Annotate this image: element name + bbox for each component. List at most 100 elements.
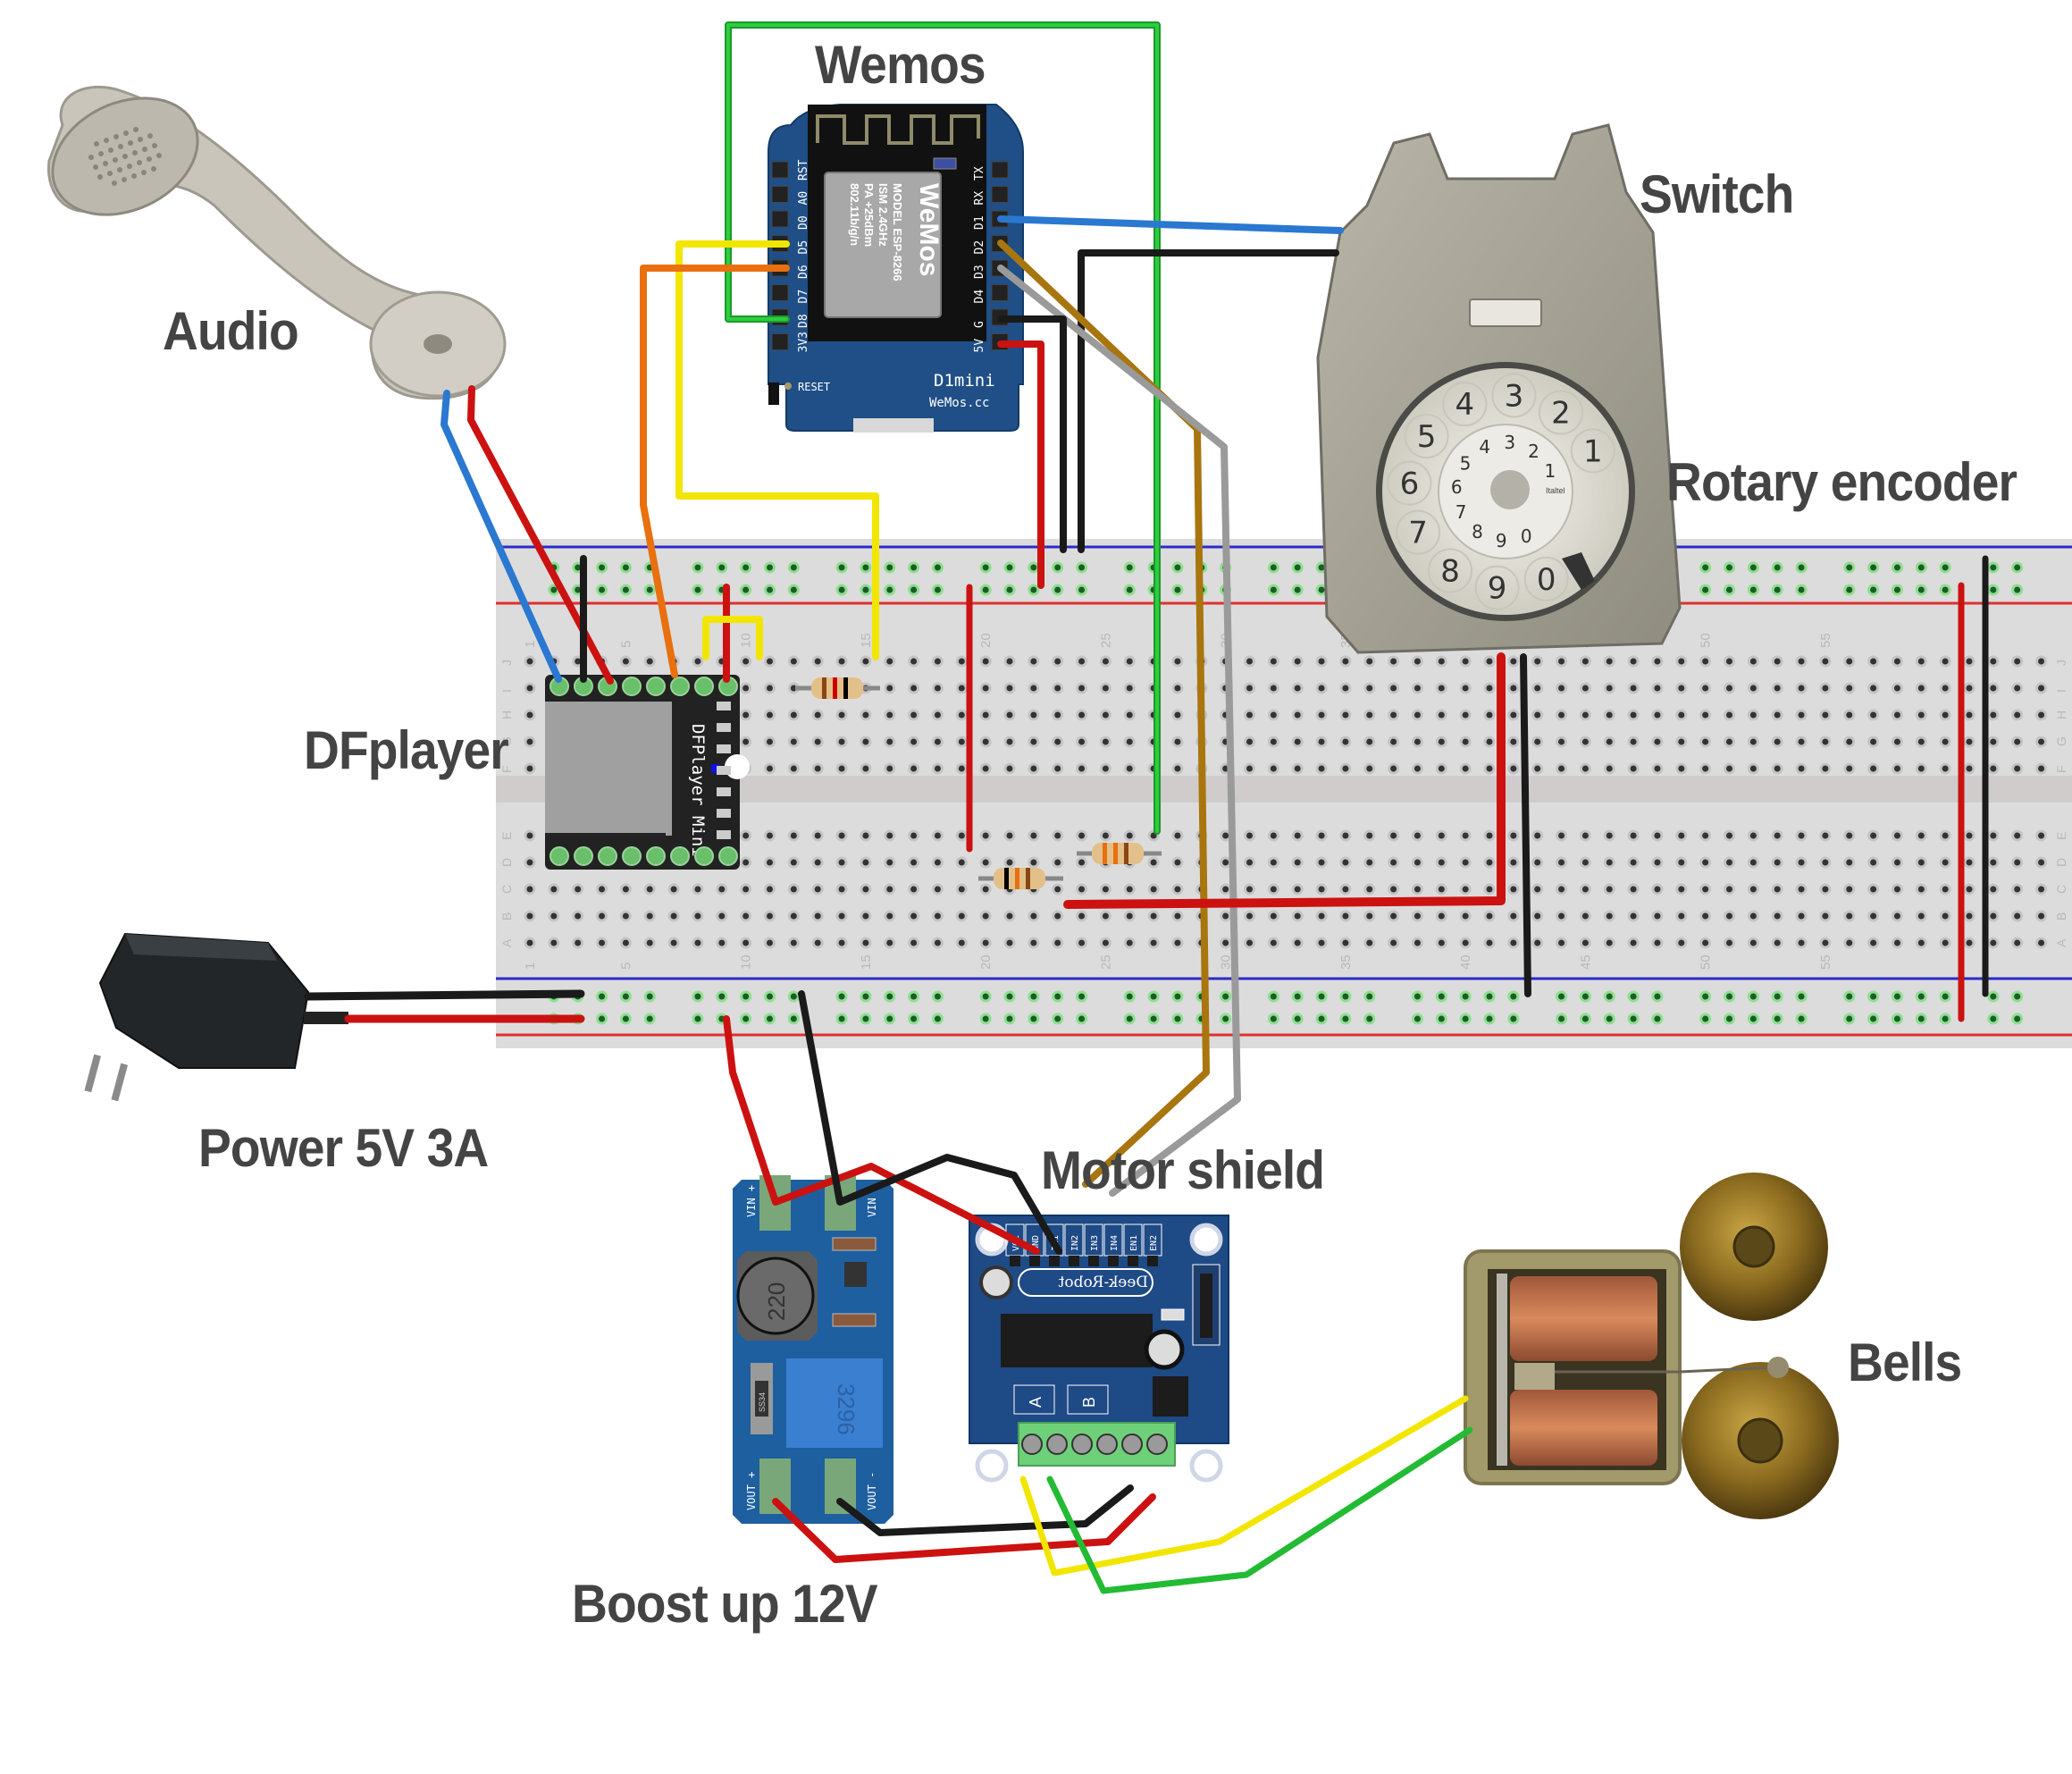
breadboard-hole[interactable] (955, 709, 968, 721)
rail-hole[interactable] (1028, 584, 1040, 596)
breadboard-hole[interactable] (1531, 910, 1544, 922)
wemos-right-pin[interactable] (991, 186, 1009, 203)
breadboard-hole[interactable] (979, 682, 992, 694)
breadboard-hole[interactable] (1987, 762, 2000, 775)
breadboard-hole[interactable] (643, 937, 656, 949)
breadboard-hole[interactable] (1531, 709, 1544, 721)
breadboard-hole[interactable] (1123, 829, 1136, 842)
breadboard-hole[interactable] (1220, 937, 1232, 949)
breadboard-hole[interactable] (1099, 736, 1111, 748)
breadboard-hole[interactable] (1411, 736, 1423, 748)
breadboard-hole[interactable] (1531, 883, 1544, 895)
breadboard-hole[interactable] (908, 709, 920, 721)
dfplayer-top-pin[interactable] (694, 677, 714, 696)
breadboard-hole[interactable] (1435, 709, 1447, 721)
rail-hole[interactable] (908, 1013, 920, 1025)
breadboard-hole[interactable] (787, 883, 800, 895)
breadboard-hole[interactable] (1795, 762, 1808, 775)
breadboard-hole[interactable] (1699, 736, 1712, 748)
breadboard-hole[interactable] (884, 682, 896, 694)
rail-hole[interactable] (908, 561, 920, 574)
breadboard-hole[interactable] (1507, 829, 1520, 842)
breadboard-hole[interactable] (1699, 682, 1712, 694)
breadboard-hole[interactable] (1556, 937, 1568, 949)
motor-terminal-screw[interactable] (1121, 1433, 1143, 1455)
rail-hole[interactable] (1603, 990, 1615, 1003)
breadboard-hole[interactable] (1315, 762, 1328, 775)
breadboard-hole[interactable] (787, 829, 800, 842)
breadboard-hole[interactable] (1076, 736, 1088, 748)
breadboard-hole[interactable] (931, 856, 944, 869)
rail-hole[interactable] (619, 584, 632, 596)
rail-hole[interactable] (1747, 990, 1759, 1003)
rail-hole[interactable] (1267, 561, 1279, 574)
breadboard-hole[interactable] (740, 856, 752, 869)
breadboard-hole[interactable] (979, 883, 992, 895)
breadboard-hole[interactable] (1123, 883, 1136, 895)
breadboard-hole[interactable] (1867, 856, 1880, 869)
wemos-right-pin[interactable] (991, 161, 1009, 179)
breadboard-hole[interactable] (1915, 709, 1927, 721)
rail-hole[interactable] (1291, 584, 1304, 596)
breadboard-hole[interactable] (1724, 883, 1735, 895)
breadboard-hole[interactable] (1963, 910, 1976, 922)
breadboard-hole[interactable] (931, 829, 944, 842)
breadboard-hole[interactable] (1315, 910, 1328, 922)
breadboard-hole[interactable] (1244, 829, 1255, 842)
breadboard-hole[interactable] (1627, 762, 1640, 775)
dial-finger-hole[interactable] (1404, 414, 1449, 459)
breadboard-hole[interactable] (1459, 856, 1472, 869)
breadboard-hole[interactable] (787, 736, 800, 748)
rail-hole[interactable] (716, 990, 728, 1003)
rail-hole[interactable] (1076, 1013, 1088, 1025)
breadboard-hole[interactable] (1267, 709, 1279, 721)
breadboard-hole[interactable] (643, 910, 656, 922)
breadboard-hole[interactable] (1556, 856, 1568, 869)
breadboard-hole[interactable] (2011, 910, 2024, 922)
breadboard-hole[interactable] (1099, 829, 1111, 842)
breadboard-hole[interactable] (1244, 937, 1255, 949)
breadboard-hole[interactable] (1483, 762, 1496, 775)
rail-hole[interactable] (835, 584, 848, 596)
breadboard-hole[interactable] (1891, 709, 1903, 721)
rail-hole[interactable] (1028, 1013, 1040, 1025)
rail-hole[interactable] (979, 990, 992, 1003)
breadboard-hole[interactable] (860, 937, 872, 949)
breadboard-hole[interactable] (1339, 856, 1352, 869)
breadboard-hole[interactable] (1556, 682, 1568, 694)
breadboard-hole[interactable] (1507, 910, 1520, 922)
breadboard-hole[interactable] (1291, 762, 1304, 775)
breadboard-hole[interactable] (1483, 829, 1496, 842)
rail-hole[interactable] (1795, 561, 1808, 574)
breadboard-hole[interactable] (1675, 682, 1688, 694)
rail-hole[interactable] (1651, 990, 1664, 1003)
breadboard-hole[interactable] (2011, 856, 2024, 869)
breadboard-hole[interactable] (1939, 762, 1951, 775)
breadboard-hole[interactable] (1699, 709, 1712, 721)
breadboard-hole[interactable] (643, 883, 656, 895)
breadboard-hole[interactable] (1891, 655, 1903, 668)
breadboard-hole[interactable] (1220, 856, 1232, 869)
breadboard-hole[interactable] (1171, 762, 1184, 775)
breadboard-hole[interactable] (1579, 682, 1591, 694)
rail-hole[interactable] (1267, 990, 1279, 1003)
breadboard-hole[interactable] (1724, 829, 1735, 842)
breadboard-hole[interactable] (1363, 937, 1376, 949)
breadboard-hole[interactable] (1651, 856, 1664, 869)
breadboard-hole[interactable] (1099, 910, 1111, 922)
breadboard-hole[interactable] (1291, 883, 1304, 895)
breadboard-hole[interactable] (1579, 762, 1591, 775)
rail-hole[interactable] (1123, 1013, 1136, 1025)
breadboard-hole[interactable] (835, 709, 848, 721)
breadboard-hole[interactable] (835, 736, 848, 748)
breadboard-hole[interactable] (860, 709, 872, 721)
breadboard-hole[interactable] (1843, 655, 1856, 668)
breadboard-hole[interactable] (1123, 762, 1136, 775)
breadboard-hole[interactable] (1819, 682, 1832, 694)
breadboard-hole[interactable] (1747, 829, 1759, 842)
breadboard-hole[interactable] (1843, 937, 1856, 949)
breadboard-hole[interactable] (1028, 856, 1040, 869)
breadboard-hole[interactable] (1339, 829, 1352, 842)
breadboard-hole[interactable] (1843, 856, 1856, 869)
rail-hole[interactable] (2011, 561, 2024, 574)
